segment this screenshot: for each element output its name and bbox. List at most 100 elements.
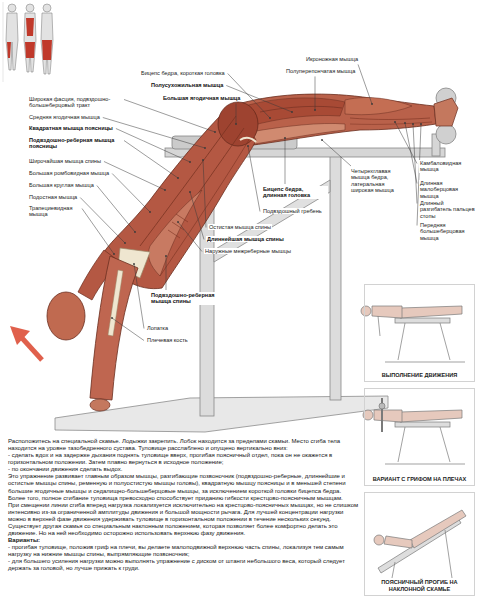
- mini-figure: [384, 536, 412, 548]
- mini-bench: [395, 318, 450, 323]
- muscle-label: Четырехглавая мышца бедра, латеральная ш…: [350, 168, 408, 194]
- leader-dot: [394, 121, 396, 123]
- figure-body: [6, 13, 18, 70]
- leader-dot: [420, 123, 422, 125]
- panel-sketch: [361, 306, 465, 362]
- muscle-label: Камбаловидная мышца: [419, 160, 476, 173]
- panel-caption: ПОЯСНИЧНЫЙ ПРОГИБ НА НАКЛОННОЙ СКАМЬЕ: [367, 579, 472, 592]
- mini-figure: [372, 306, 402, 318]
- leader-line: [358, 64, 372, 104]
- body-paragraph: - сделать вдох и на задержке дыхания под…: [8, 452, 360, 466]
- panel-sketch: [374, 510, 466, 580]
- figure-head: [8, 4, 16, 12]
- muscle-highlight: [42, 40, 52, 60]
- leader-line: [134, 264, 144, 329]
- leader-line: [112, 174, 150, 213]
- leader-dot: [133, 263, 135, 265]
- muscle-label: Трапециевидная мышца: [28, 205, 80, 218]
- muscle-label: Средняя ягодичная мышца: [28, 114, 101, 120]
- muscle-label: Широчайшая мышца спины: [28, 158, 102, 164]
- leader-line: [203, 160, 206, 228]
- muscle-map-thumbnail: [3, 2, 53, 82]
- leader-dot: [284, 137, 286, 139]
- muscle-label: Остистая мышца спины: [208, 224, 272, 230]
- leader-line: [178, 222, 202, 252]
- leader-dot: [412, 123, 414, 125]
- muscle-highlight: [26, 18, 34, 36]
- body-paragraph: - прогибая туловище, положив гриф на пле…: [8, 544, 360, 558]
- leader-line: [124, 100, 215, 133]
- leader-line: [166, 256, 167, 290]
- leader-dot: [214, 131, 216, 133]
- muscle-label: Длиннейшая мышца спины: [206, 236, 285, 242]
- mini-figure: [400, 306, 462, 318]
- thumbnail-frame: [3, 2, 4, 82]
- muscle-label: Большая ромбовидная мышца: [28, 170, 110, 176]
- leader-dot: [189, 161, 191, 163]
- foot-roller: [436, 124, 456, 144]
- muscle-label: Большая ягодичная мышца: [162, 95, 242, 101]
- legs: [238, 94, 436, 146]
- muscle-label: Широкая фасция, подвздошно-большеберцовы…: [28, 96, 122, 109]
- intercostals: [168, 214, 188, 238]
- mini-bench-frame: [385, 427, 465, 464]
- muscle-fibre: [260, 106, 342, 112]
- leader-dot: [124, 242, 126, 244]
- leader-line: [248, 146, 260, 212]
- leader-dot: [291, 111, 293, 113]
- leader-line: [97, 186, 135, 233]
- leader-dot: [177, 221, 179, 223]
- leader-line: [236, 103, 237, 124]
- mini-bench: [395, 422, 450, 427]
- leader-dot: [164, 189, 166, 191]
- picture-panel: ВАРИАНТ С ГРИФОМ НА ПЛЕЧАХ: [364, 388, 475, 486]
- shin-muscles: [350, 122, 432, 124]
- leader-dot: [371, 103, 373, 105]
- head: [47, 292, 85, 340]
- body-paragraph: - для большего усиления нагрузки можно в…: [8, 558, 360, 572]
- panel-caption: ВАРИАНТ С ГРИФОМ НА ПЛЕЧАХ: [367, 476, 472, 482]
- leader-dot: [314, 109, 316, 111]
- leader-line: [322, 140, 351, 166]
- leader-dot: [247, 145, 249, 147]
- leader-line: [315, 76, 316, 110]
- body-paragraph: Это упражнение развивает главным образом…: [8, 473, 360, 501]
- quadriceps: [248, 123, 345, 145]
- leader-line: [80, 198, 125, 244]
- foot: [434, 98, 458, 126]
- leader-line: [285, 138, 286, 184]
- figure-body: [24, 13, 36, 72]
- muscle-label: Наружные межреберные мышцы: [204, 248, 292, 254]
- panel-caption: ВЫПОЛНЕНИЕ ДВИЖЕНИЯ: [367, 372, 472, 378]
- leader-dot: [165, 255, 167, 257]
- leader-dot: [204, 147, 206, 149]
- leader-line: [104, 162, 165, 191]
- body-paragraph: При смещении линии сгиба вперед нагрузка…: [8, 502, 360, 537]
- leader-line: [413, 124, 417, 204]
- picture-panel: ВЫПОЛНЕНИЕ ДВИЖЕНИЯ: [364, 284, 475, 382]
- leader-line: [112, 318, 144, 341]
- leader-line: [82, 209, 114, 255]
- arm: [90, 256, 138, 400]
- muscle-label: Передняя большеберцовая мышца: [419, 222, 476, 241]
- mini-figure: [400, 410, 462, 422]
- body-paragraph: Расположитесь на специальной скамье. Лод…: [8, 438, 360, 452]
- mini-arm: [378, 316, 380, 336]
- erector-fibre: [160, 138, 250, 276]
- hand: [90, 399, 110, 411]
- muscle-label: Подвздошно-реберная мышца спины: [150, 292, 216, 305]
- muscle-label: Подостная мышца: [28, 194, 78, 200]
- mini-bench-frame: [385, 323, 465, 362]
- body-paragraph: Варианты:: [8, 537, 360, 544]
- leader-line: [124, 141, 178, 179]
- muscle-label: Подвздошно-реберная мышца поясницы: [28, 137, 122, 150]
- humerus: [108, 270, 123, 336]
- leader-line: [190, 192, 204, 240]
- leader-dot: [189, 191, 191, 193]
- leader-dot: [177, 177, 179, 179]
- calf: [345, 98, 412, 115]
- body-paragraph: - по окончании движения сделать выдох.: [8, 466, 360, 473]
- leader-dot: [134, 231, 136, 233]
- figure-body: [41, 13, 53, 74]
